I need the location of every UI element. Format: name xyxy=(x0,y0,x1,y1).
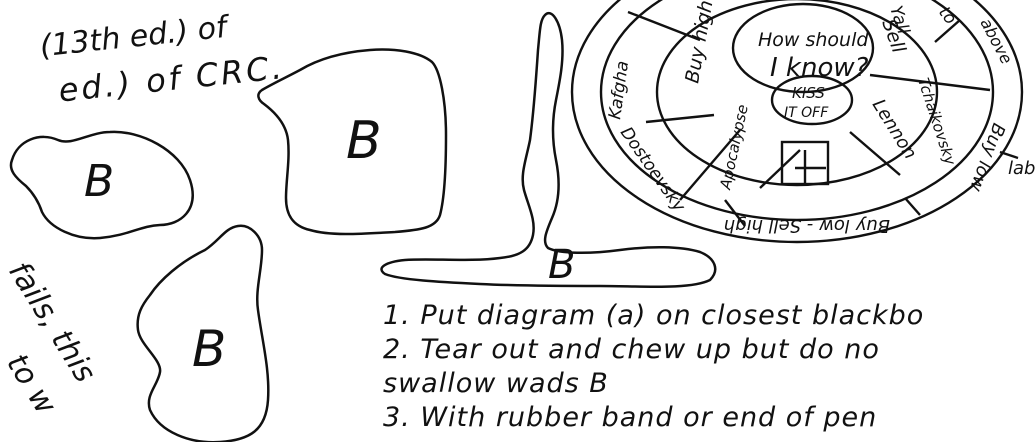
wheel-center-line-2: I know? xyxy=(770,53,869,83)
wheel-outer-buy-low-sell-high: Buy low - Sell high xyxy=(724,215,890,236)
instruction-1: 1. Put diagram (a) on closest blackbo xyxy=(383,300,924,331)
wheel-outer-dostoevsky: Dostoevsky xyxy=(616,123,690,216)
blob-label-left: B xyxy=(84,156,114,207)
wheel-spoke xyxy=(646,115,714,122)
instruction-2: 2. Tear out and chew up but do no xyxy=(383,334,880,365)
wheel-inner-line-1: KISS xyxy=(792,84,825,102)
wheel-outer-kafgha: Kafgha xyxy=(605,60,633,121)
blob-label-bottom-middle: B xyxy=(192,320,226,378)
header-text: (13th ed.) of ed.) of CRC. xyxy=(38,4,286,111)
blob-label-tall: B xyxy=(548,242,575,288)
wheel-inner-line-2: IT OFF xyxy=(784,105,829,121)
side-text: fails, this to w xyxy=(0,256,102,421)
wheel-outer-above: above xyxy=(976,15,1016,67)
side-text-fragment-2: to w xyxy=(0,348,63,421)
blob-label-top-middle: B xyxy=(346,111,382,171)
wheel-pointer-label: label xyxy=(1008,158,1036,179)
emblem-icon-stroke xyxy=(760,150,800,188)
wheel-spoke xyxy=(905,198,920,215)
instruction-3: 3. With rubber band or end of pen xyxy=(383,402,877,433)
wheel-center-line-1: How should xyxy=(758,29,869,51)
wheel-outer-buy-low: Buy low xyxy=(965,120,1009,194)
instruction-2-continued: swallow wads B xyxy=(383,368,609,399)
